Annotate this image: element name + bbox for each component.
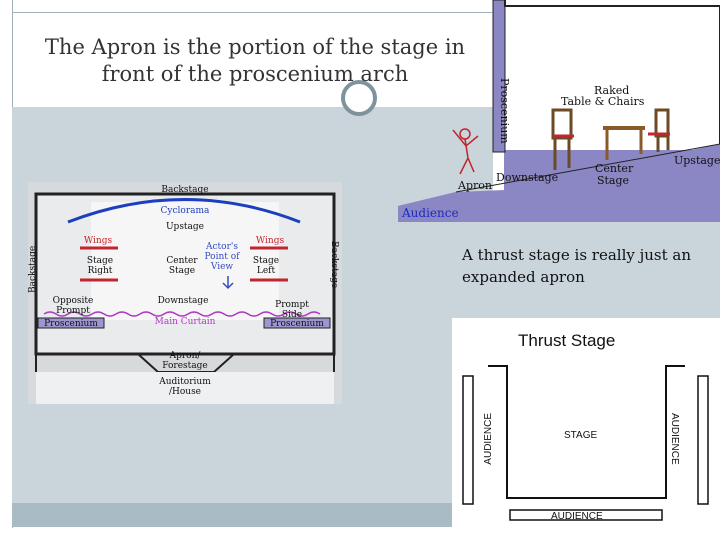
audience-bottom-label: AUDIENCE xyxy=(551,511,603,522)
audience-right-label: AUDIENCE xyxy=(669,413,680,465)
decorative-circle xyxy=(341,80,377,116)
apron-forestage-label: Apron/ Forestage xyxy=(162,351,208,371)
backstage-right-label: Backstage xyxy=(329,241,339,289)
center-stage-label: Center Stage xyxy=(166,256,198,276)
upstage-label: Upstage xyxy=(674,154,720,167)
opposite-prompt-label: Opposite Prompt xyxy=(52,296,94,316)
main-curtain-label: Main Curtain xyxy=(154,317,216,327)
cyclorama-label: Cyclorama xyxy=(160,206,210,216)
thrust-stage-title: Thrust Stage xyxy=(518,331,616,350)
prompt-side-label: Prompt Side xyxy=(275,300,309,320)
stage-plan-graphic xyxy=(28,182,342,404)
audience-left-label: AUDIENCE xyxy=(483,413,494,465)
top-rule xyxy=(12,12,492,13)
stage-label: STAGE xyxy=(564,430,598,441)
backstage-label: Backstage xyxy=(161,185,209,195)
center-stage-label: Center Stage xyxy=(595,162,634,187)
auditorium-house-label: Auditorium /House xyxy=(159,377,211,397)
raked-label: Raked xyxy=(594,84,630,97)
wings-left-label: Wings xyxy=(83,236,113,246)
stage-plan-diagram: Backstage Cyclorama Upstage Wings Wings … xyxy=(28,182,342,404)
stage-left-label: Stage Left xyxy=(252,256,280,276)
raked-stage-graphic xyxy=(398,0,720,222)
backstage-left-label: Backstage xyxy=(28,245,38,293)
audience-label: Audience xyxy=(402,206,459,220)
downstage-label: Downstage xyxy=(496,171,559,184)
proscenium-left-label: Proscenium xyxy=(44,319,98,329)
wings-right-label: Wings xyxy=(255,236,285,246)
thrust-stage-diagram: Thrust Stage STAGE AUDIENCE AUDIENCE AUD… xyxy=(452,318,720,540)
table-and-chairs-label: Table & Chairs xyxy=(561,95,645,108)
raked-stage-diagram: Proscenium Raked Table & Chairs Upstage … xyxy=(398,0,720,222)
actors-point-of-view-label: Actor's Point of View xyxy=(204,242,240,272)
thrust-stage-graphic xyxy=(462,365,709,521)
apron-label: Apron xyxy=(458,179,492,192)
downstage-label: Downstage xyxy=(157,296,209,306)
thrust-caption: A thrust stage is really just an expande… xyxy=(462,246,692,286)
proscenium-label: Proscenium xyxy=(498,78,511,144)
stage-right-label: Stage Right xyxy=(86,256,114,276)
upstage-label: Upstage xyxy=(165,222,205,232)
proscenium-right-label: Proscenium xyxy=(270,319,324,329)
